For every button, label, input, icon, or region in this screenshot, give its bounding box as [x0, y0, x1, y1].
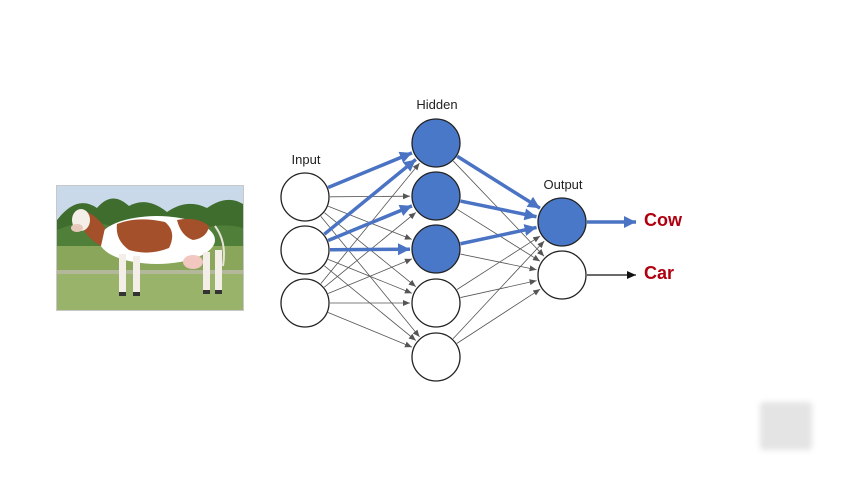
output-arrows — [587, 216, 636, 279]
output-neuron-2 — [537, 250, 587, 300]
thin-edge-in2-h2 — [327, 258, 413, 294]
hidden-layer-label: Hidden — [416, 97, 458, 112]
strong-edge-h1-o0 — [460, 199, 537, 221]
output-label-car: Car — [644, 263, 675, 283]
strong-edge-h0-o0 — [456, 154, 541, 210]
hidden-neuron-4 — [411, 278, 461, 328]
strong-edge-in1-h1 — [327, 204, 413, 243]
thin-edge-h3-o1 — [460, 279, 537, 298]
thin-edge-in2-h4 — [327, 312, 413, 348]
input-neuron-3 — [280, 278, 330, 328]
input-neuron-1 — [280, 172, 330, 222]
cow-photo — [56, 185, 244, 311]
hidden-neuron-5 — [411, 332, 461, 382]
input-layer-label: Input — [291, 152, 321, 167]
thin-edge-h4-o1 — [456, 288, 541, 344]
thin-edge-h2-o1 — [460, 253, 537, 272]
thin-edge-h4-o0 — [452, 240, 545, 339]
output-neuron-1 — [537, 197, 587, 247]
hidden-neuron-3 — [411, 224, 461, 274]
strong-connections — [323, 151, 541, 256]
strong-edge-in1-h2 — [329, 243, 411, 256]
strong-edge-h2-o0 — [460, 224, 537, 246]
cow-photo-illustration — [57, 186, 243, 310]
hidden-neuron-1 — [411, 118, 461, 168]
strong-edge-in1-h0 — [323, 158, 417, 236]
input-neuron-2 — [280, 225, 330, 275]
strong-edge-in0-h0 — [327, 151, 413, 190]
neurons — [280, 118, 587, 382]
output-label-cow: Cow — [644, 210, 682, 230]
output-layer-label: Output — [543, 177, 583, 192]
watermark — [760, 402, 812, 450]
thin-edge-h3-o0 — [456, 235, 541, 290]
hidden-neuron-2 — [411, 171, 461, 221]
